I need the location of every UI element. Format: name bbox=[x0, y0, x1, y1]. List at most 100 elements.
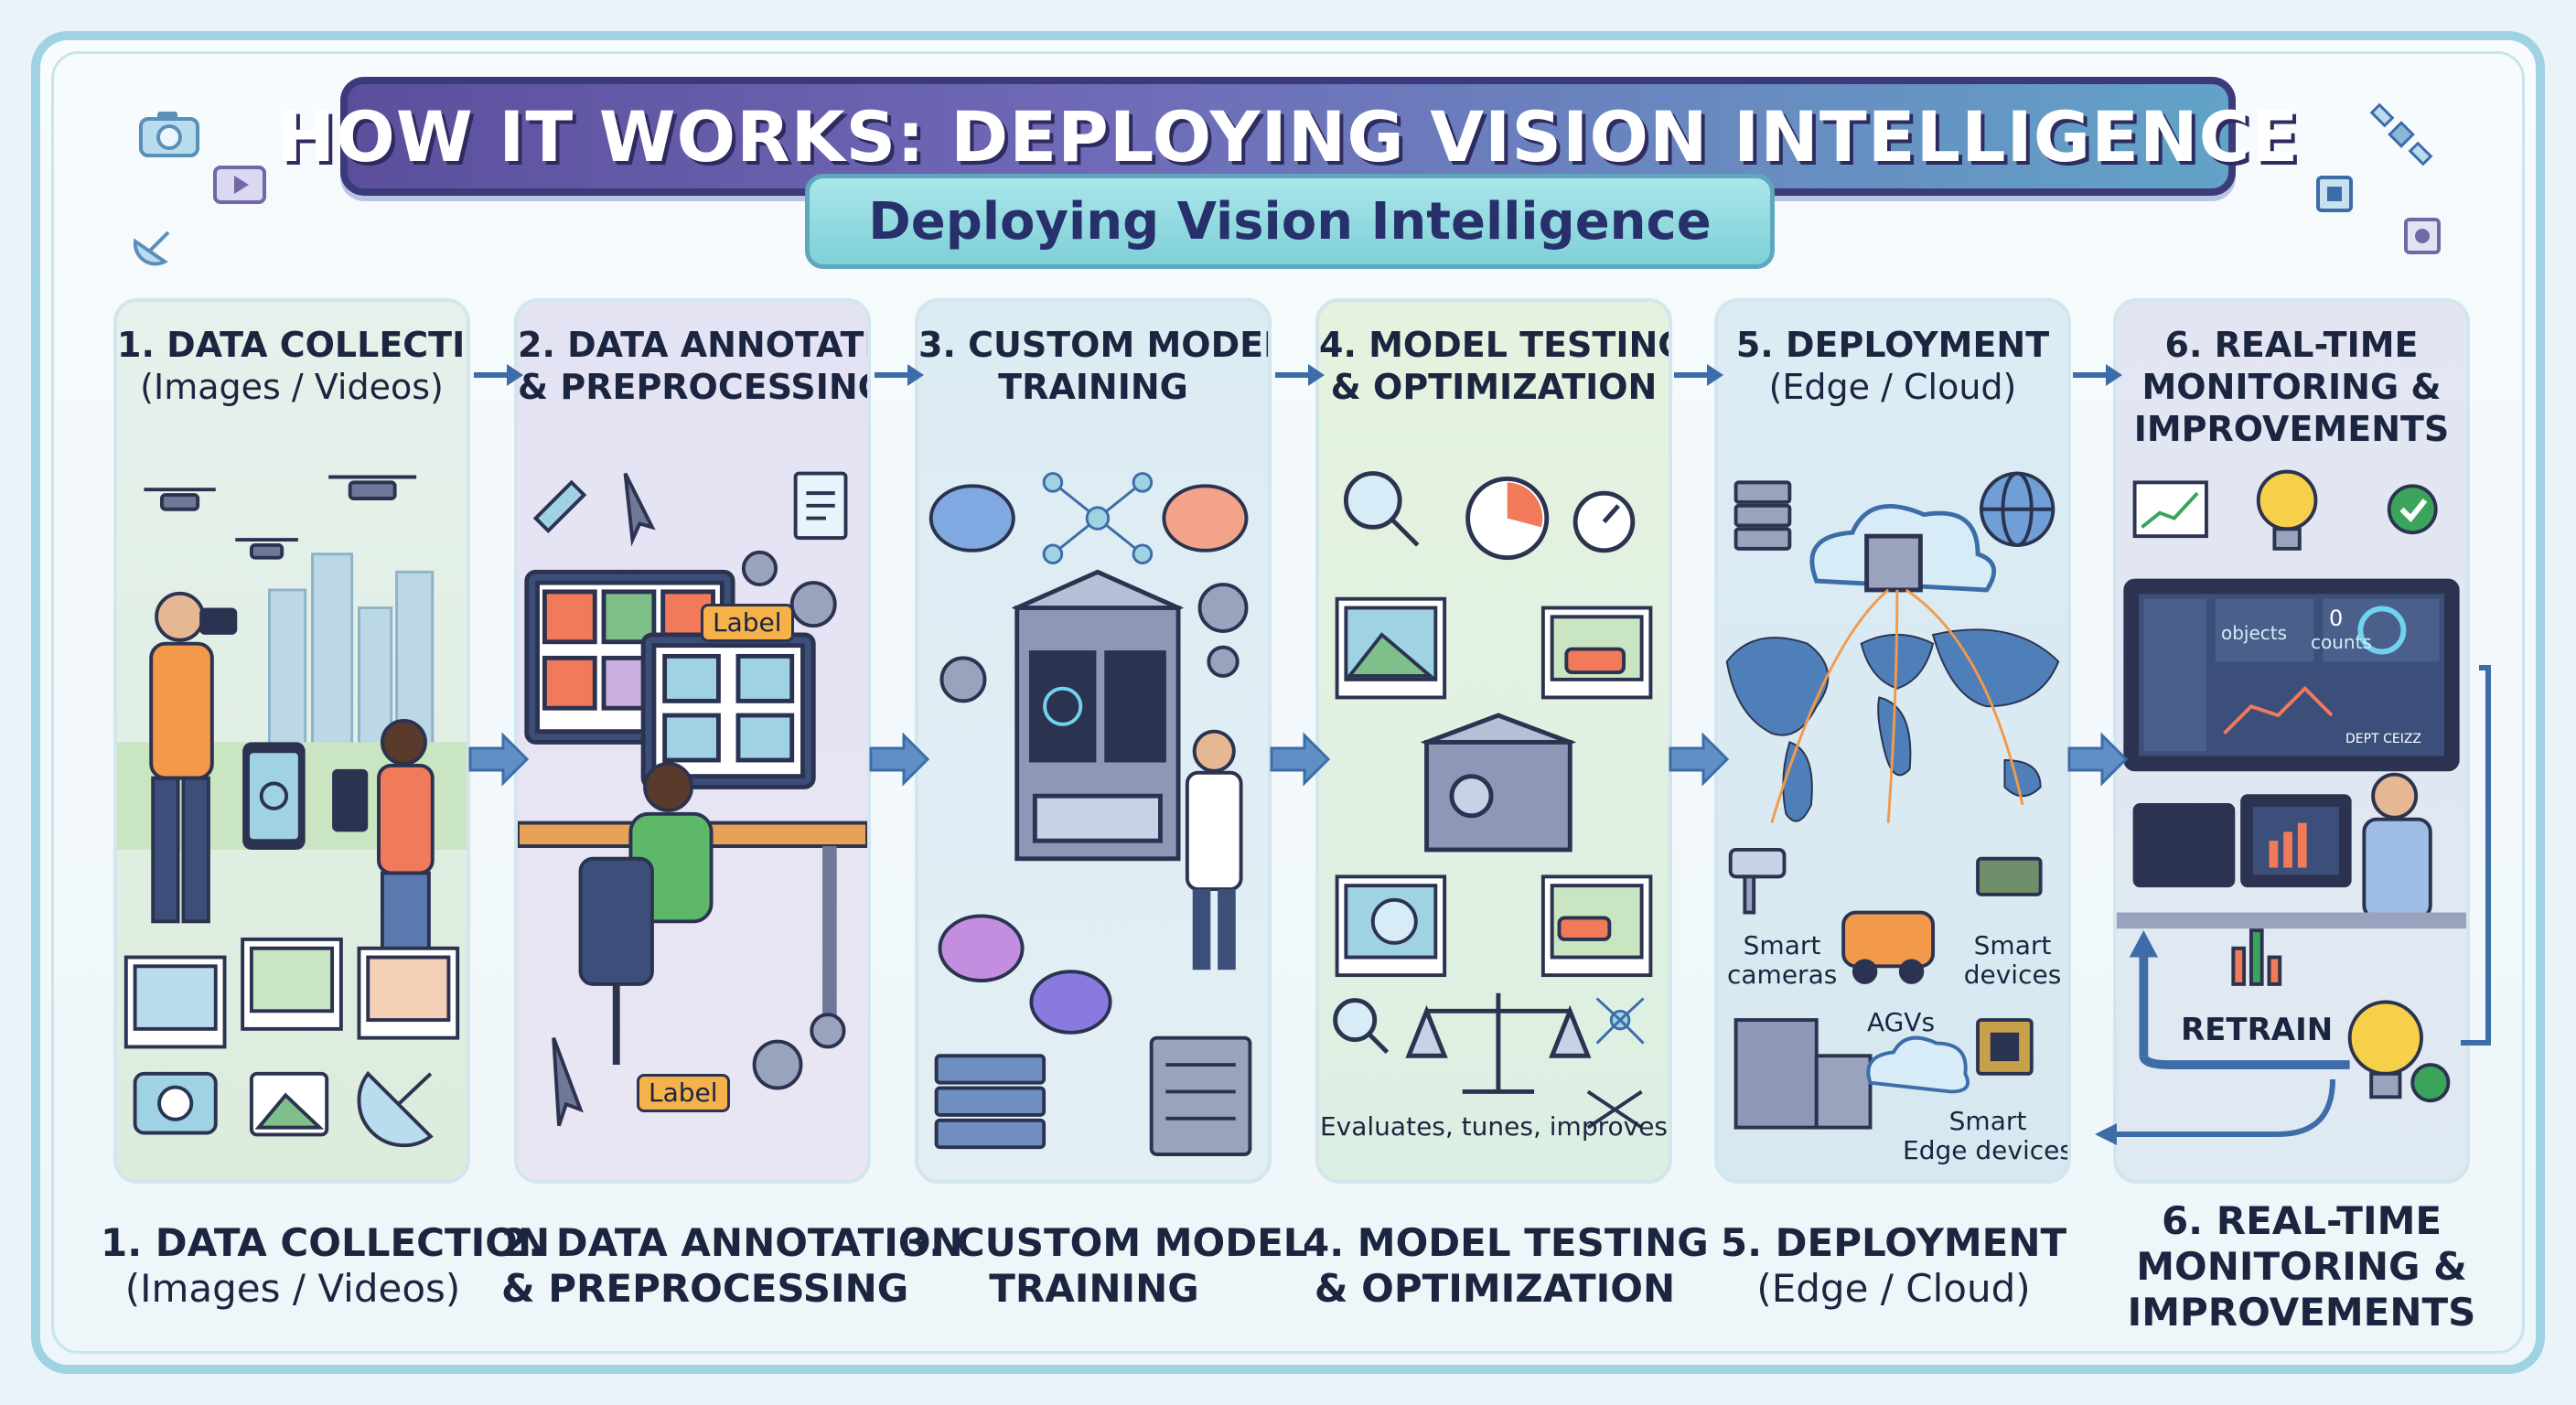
magnifier-icon bbox=[1333, 998, 1390, 1055]
monitor-icon bbox=[524, 569, 816, 789]
step-title-line: & OPTIMIZATION bbox=[1330, 367, 1658, 407]
step-title: 1. DATA COLLECTION (Images / Videos) bbox=[117, 324, 467, 408]
annotation-illustration bbox=[518, 471, 867, 1127]
chart-icon bbox=[2231, 928, 2282, 986]
photo-icon bbox=[249, 1071, 329, 1137]
step-panel-model-training: 3. CUSTOM MODEL TRAINING bbox=[915, 298, 1272, 1184]
lightbulb-icon bbox=[2347, 1000, 2423, 1099]
server-icon bbox=[1420, 713, 1577, 853]
page-subtitle: Deploying Vision Intelligence bbox=[868, 191, 1712, 252]
step-title-line: 4. MODEL TESTING bbox=[1319, 325, 1672, 365]
arrow-right-icon bbox=[468, 732, 530, 787]
step-panel-deployment: 5. DEPLOYMENT (Edge / Cloud) bbox=[1714, 298, 2071, 1184]
step-title: 2. DATA ANNOTATION & PREPROCESSING bbox=[518, 324, 867, 408]
camera-icon bbox=[139, 112, 199, 157]
step-title: 3. CUSTOM MODEL TRAINING bbox=[918, 324, 1268, 408]
subtitle-banner: Deploying Vision Intelligence bbox=[805, 174, 1775, 269]
brain-icon bbox=[928, 484, 1249, 1035]
feedback-arrow-icon bbox=[2095, 665, 2491, 1145]
label-tag: Label bbox=[637, 1074, 730, 1112]
satellite-icon bbox=[2369, 102, 2433, 166]
bottom-label-line: MONITORING & bbox=[2136, 1244, 2467, 1289]
bottom-label-sub: (Images / Videos) bbox=[124, 1266, 461, 1311]
step-panel-data-annotation: 2. DATA ANNOTATION & PREPROCESSING bbox=[514, 298, 871, 1184]
smart-edge-devices-label: Smart Edge devices bbox=[1901, 1106, 2071, 1165]
server-icon bbox=[934, 1035, 1252, 1156]
shuffle-icon bbox=[1586, 1089, 1643, 1130]
arrow-right-icon bbox=[2073, 364, 2122, 386]
gear-icon bbox=[939, 583, 1249, 703]
smart-cameras-label: Smart cameras bbox=[1727, 931, 1837, 990]
server-icon bbox=[1733, 480, 1792, 551]
step-panel-model-testing: 4. MODEL TESTING & OPTIMIZATION bbox=[1315, 298, 1672, 1184]
bottom-label-line: TRAINING bbox=[989, 1266, 1199, 1311]
cursor-icon bbox=[552, 1036, 584, 1127]
camera-icon bbox=[133, 1071, 218, 1135]
arrow-right-icon bbox=[1270, 732, 1331, 787]
step-title-line: & PREPROCESSING bbox=[518, 367, 871, 407]
agvs-label: AGVs bbox=[1866, 1007, 1936, 1037]
dashboard-alert-label: DEPT CEIZZ bbox=[2345, 732, 2422, 746]
bottom-label-line: & OPTIMIZATION bbox=[1314, 1266, 1676, 1311]
cctv-icon bbox=[1728, 848, 1787, 915]
target-label-line: Smart bbox=[1973, 930, 2052, 960]
bottom-label-line: IMPROVEMENTS bbox=[2127, 1290, 2476, 1335]
arrow-right-icon bbox=[2067, 732, 2129, 787]
cloud-icon bbox=[1809, 504, 1997, 593]
cursor-icon bbox=[623, 472, 656, 547]
bottom-label-line: 1. DATA COLLECTION bbox=[101, 1220, 551, 1265]
video-play-icon bbox=[213, 166, 266, 204]
target-label-line: Smart bbox=[1948, 1106, 2027, 1136]
lightbulb-icon bbox=[2256, 469, 2318, 551]
monitoring-illustration bbox=[2117, 469, 2466, 1103]
target-label-line: devices bbox=[1963, 960, 2062, 990]
page-title: HOW IT WORKS: DEPLOYING VISION INTELLIGE… bbox=[276, 95, 2300, 177]
step-title: 5. DEPLOYMENT (Edge / Cloud) bbox=[1718, 324, 2067, 408]
magnifier-icon bbox=[1343, 471, 1420, 547]
step-title-line: IMPROVEMENTS bbox=[2133, 409, 2450, 449]
agv-icon bbox=[1841, 910, 1936, 984]
step-title-line: 3. CUSTOM MODEL bbox=[918, 325, 1272, 365]
target-label-line: cameras bbox=[1727, 960, 1838, 990]
drone-icon bbox=[144, 475, 417, 560]
server-icon bbox=[1733, 1018, 1873, 1130]
bottom-label-model-training: 3. CUSTOM MODEL TRAINING bbox=[902, 1220, 1308, 1312]
step-title-line: TRAINING bbox=[998, 367, 1188, 407]
stopwatch-icon bbox=[1465, 477, 1636, 561]
cloud-icon bbox=[1866, 1035, 1970, 1094]
bottom-label-line: 5. DEPLOYMENT bbox=[1720, 1220, 2067, 1265]
satellite-dish-icon bbox=[133, 231, 170, 266]
bottom-label-sub: (Edge / Cloud) bbox=[1756, 1266, 2031, 1311]
bottom-label-deployment: 5. DEPLOYMENT (Edge / Cloud) bbox=[1701, 1220, 2086, 1312]
bottom-label-line: 4. MODEL TESTING bbox=[1303, 1220, 1709, 1265]
bottom-label-line: & PREPROCESSING bbox=[501, 1266, 909, 1311]
inner-frame bbox=[51, 51, 2525, 1354]
bottom-label-line: 6. REAL-TIME bbox=[2161, 1198, 2442, 1243]
step-title-line: 5. DEPLOYMENT bbox=[1735, 325, 2050, 365]
pencil-icon bbox=[532, 479, 587, 534]
dashboard-count-value: 0 bbox=[2329, 606, 2344, 631]
testing-caption: Evaluates, tunes, improves bbox=[1319, 1111, 1669, 1142]
globe-icon bbox=[1980, 471, 2055, 547]
deployment-illustration bbox=[1725, 471, 2060, 1130]
photo-icon bbox=[123, 937, 460, 1049]
step-title-line: 2. DATA ANNOTATION bbox=[518, 325, 867, 365]
arrow-right-icon bbox=[869, 732, 930, 787]
retrain-label: RETRAIN bbox=[2181, 1012, 2334, 1048]
dashboard-counts-label: counts bbox=[2311, 631, 2372, 653]
smart-devices-label: Smart devices bbox=[1958, 931, 2067, 990]
step-subtitle: (Images / Videos) bbox=[140, 367, 444, 407]
check-icon bbox=[2387, 484, 2438, 535]
chip-icon bbox=[2316, 176, 2353, 212]
testing-illustration bbox=[1333, 471, 1653, 1130]
target-label-line: Edge devices bbox=[1903, 1135, 2071, 1165]
title-banner: HOW IT WORKS: DEPLOYING VISION INTELLIGE… bbox=[277, 77, 2298, 196]
chip-icon bbox=[2404, 218, 2441, 254]
bottom-label-line: 2. DATA ANNOTATION bbox=[501, 1220, 963, 1265]
bottom-label-monitoring: 6. REAL-TIME MONITORING & IMPROVEMENTS bbox=[2109, 1198, 2494, 1335]
chip-icon bbox=[1976, 856, 2043, 1076]
step-title: 6. REAL-TIME MONITORING & IMPROVEMENTS bbox=[2117, 324, 2466, 450]
training-illustration bbox=[928, 472, 1252, 1156]
bottom-label-model-testing: 4. MODEL TESTING & OPTIMIZATION bbox=[1303, 1220, 1709, 1312]
step-title-line: 1. DATA COLLECTION bbox=[117, 325, 467, 365]
